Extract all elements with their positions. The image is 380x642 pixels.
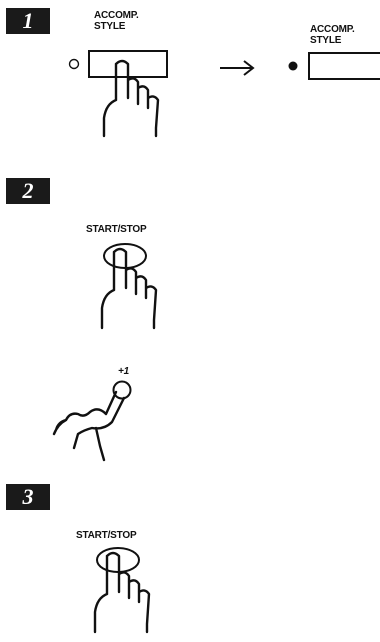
sync-beat-label: +1 bbox=[118, 366, 130, 377]
finger-press-icon-3 bbox=[93, 551, 151, 634]
step-3-badge: 3 bbox=[6, 484, 50, 510]
accomp-style-label: ACCOMP. STYLE bbox=[94, 10, 139, 32]
led-off-icon bbox=[68, 58, 80, 70]
accomp-style-result-label: ACCOMP. STYLE bbox=[310, 24, 355, 46]
sync-button[interactable] bbox=[112, 380, 136, 402]
finger-press-icon bbox=[102, 59, 160, 138]
led-on-icon bbox=[288, 61, 298, 71]
start-stop-label: START/STOP bbox=[86, 224, 147, 235]
finger-press-icon-2 bbox=[100, 247, 158, 330]
right-arrow-icon bbox=[220, 60, 255, 76]
accomp-style-button-result bbox=[308, 52, 380, 80]
finger-tap-icon bbox=[52, 390, 126, 462]
step-2-badge: 2 bbox=[6, 178, 50, 204]
start-stop-label-3: START/STOP bbox=[76, 530, 137, 541]
step-1-badge: 1 bbox=[6, 8, 50, 34]
